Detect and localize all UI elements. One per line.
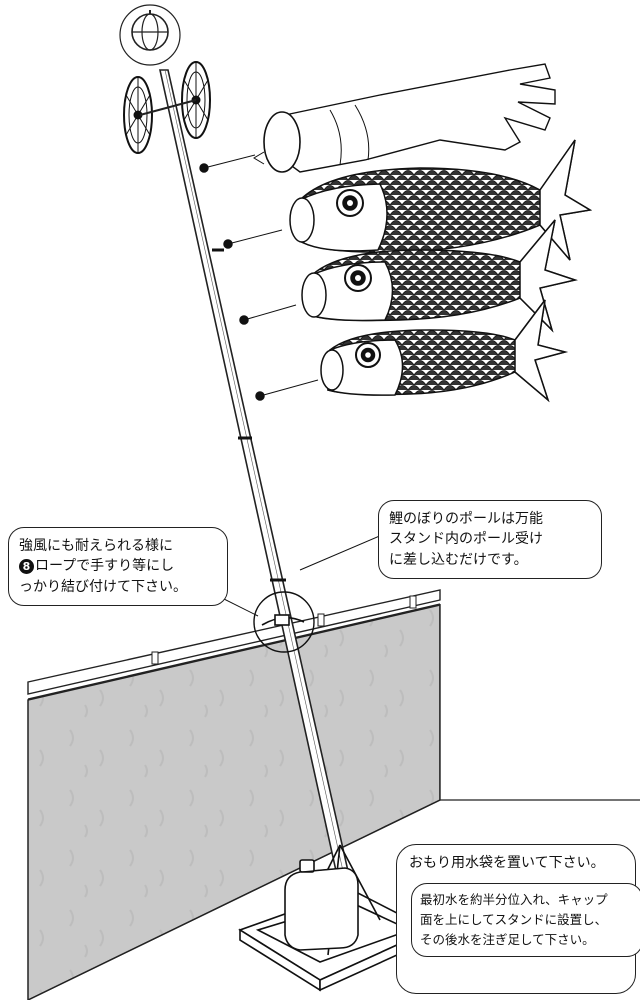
rope-instruction-line-2-text: ロープで手すり等にし xyxy=(35,558,174,574)
water-bag-line-1: 最初水を約半分位入れ、キャップ xyxy=(420,890,634,910)
streamer xyxy=(200,64,555,172)
ball-ornament xyxy=(120,5,180,65)
water-bag-detail: 最初水を約半分位入れ、キャップ 面を上にしてスタンドに設置し、 その後水を注ぎ足… xyxy=(411,883,640,957)
rope-instruction-line-3: っかり結び付けて下さい。 xyxy=(19,577,217,597)
pole-instruction-line-3: に差し込むだけです。 xyxy=(389,550,591,570)
pole-instruction-callout: 鯉のぼりのポールは万能 スタンド内のポール受け に差し込むだけです。 xyxy=(378,500,602,579)
pole-callout-leader xyxy=(300,535,382,570)
water-bag-heading: おもり用水袋を置いて下さい。 xyxy=(409,853,605,873)
water-bag-callout: おもり用水袋を置いて下さい。 最初水を約半分位入れ、キャップ 面を上にしてスタン… xyxy=(396,844,636,994)
number-8-badge: 8 xyxy=(19,559,34,574)
pinwheel-left xyxy=(124,77,152,153)
water-bag-line-3: その後水を注ぎ足して下さい。 xyxy=(420,930,634,950)
pole-instruction-line-2: スタンド内のポール受け xyxy=(389,529,591,549)
water-bag-line-2: 面を上にしてスタンドに設置し、 xyxy=(420,910,634,930)
rope-instruction-line-1: 強風にも耐えられる様に xyxy=(19,536,217,556)
pole-instruction-line-1: 鯉のぼりのポールは万能 xyxy=(389,509,591,529)
water-bag xyxy=(285,860,358,950)
